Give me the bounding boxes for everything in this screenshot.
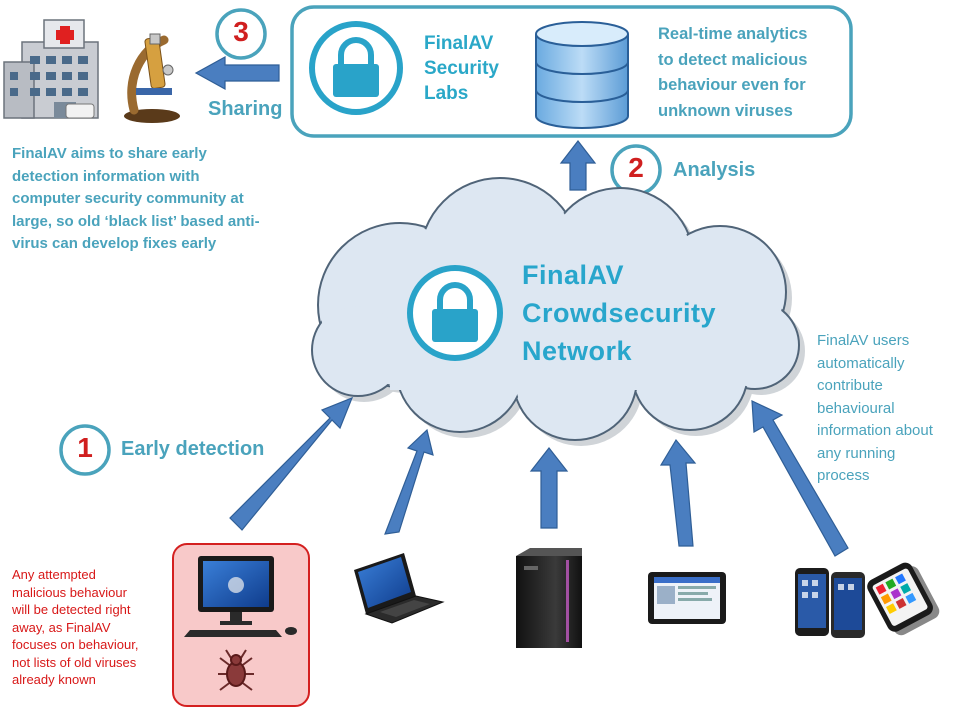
labs-desc-line2: to detect malicious bbox=[658, 50, 808, 69]
crowdsecurity-cloud bbox=[311, 177, 805, 446]
arrow-phones bbox=[751, 400, 849, 557]
detection-note-line2: malicious behaviour bbox=[12, 584, 127, 600]
sharing-desc-line2: detection information with bbox=[12, 167, 200, 185]
detection-note-line1: Any attempted bbox=[12, 567, 96, 582]
step-3-label: Sharing bbox=[208, 98, 283, 120]
step-3-number: 3 bbox=[233, 16, 249, 47]
desktop-computer-icon bbox=[184, 556, 297, 637]
step-2-label: Analysis bbox=[673, 159, 756, 181]
labs-desc-line4: unknown viruses bbox=[658, 101, 793, 120]
labs-padlock-icon bbox=[309, 21, 403, 115]
labs-title-line2: Security bbox=[424, 58, 499, 79]
labs-title-line1: FinalAV bbox=[424, 33, 494, 54]
users-note-line2: automatically bbox=[817, 354, 905, 372]
step-1-circle bbox=[59, 424, 111, 476]
cloud-title-line3: Network bbox=[522, 336, 633, 366]
sharing-desc-line5: virus can develop fixes early bbox=[12, 235, 217, 252]
cloud-title-line1: FinalAV bbox=[522, 260, 625, 290]
arrow-desktop bbox=[229, 396, 354, 531]
step-1-number: 1 bbox=[77, 432, 93, 463]
arrow-server bbox=[529, 447, 569, 529]
microscope-icon bbox=[124, 33, 180, 123]
server-tower-icon bbox=[516, 548, 582, 648]
laptop-icon bbox=[354, 553, 445, 624]
cloud-title: FinalAV Crowdsecurity Network bbox=[522, 256, 716, 370]
arrow-laptop bbox=[384, 428, 434, 535]
detection-note-line3: will be detected right bbox=[12, 602, 131, 617]
cloud-title-line2: Crowdsecurity bbox=[522, 298, 717, 328]
sharing-arrow bbox=[194, 55, 280, 91]
spider-virus-icon bbox=[218, 649, 254, 691]
contribution-arrows bbox=[229, 396, 849, 557]
users-note-line3: contribute bbox=[817, 377, 883, 394]
labs-title-line3: Labs bbox=[424, 83, 469, 104]
hospital-icon bbox=[3, 19, 99, 119]
smartphones-icon bbox=[795, 562, 940, 638]
step-3-circle bbox=[215, 8, 267, 60]
sharing-description: FinalAV aims to share early detection in… bbox=[12, 143, 260, 256]
detection-note-line4: away, as FinalAV bbox=[12, 619, 111, 635]
detection-note-line7: already known bbox=[12, 672, 96, 687]
step-2-number: 2 bbox=[628, 152, 644, 183]
labs-description: Real-time analytics to detect malicious … bbox=[658, 22, 807, 124]
users-note: FinalAV users automatically contribute b… bbox=[817, 330, 933, 488]
labs-desc-line1: Real-time analytics bbox=[658, 25, 808, 43]
arrow-tablet bbox=[659, 438, 697, 547]
cloud-padlock-icon bbox=[407, 265, 503, 361]
step-1-label: Early detection bbox=[121, 438, 265, 460]
database-icon bbox=[535, 21, 629, 129]
sharing-desc-line3: computer security community at bbox=[12, 190, 244, 207]
labs-desc-line3: behaviour even for bbox=[658, 76, 806, 94]
labs-title: FinalAV Security Labs bbox=[424, 31, 499, 106]
users-note-line6: any running bbox=[817, 444, 896, 462]
tablet-icon bbox=[648, 572, 726, 624]
users-note-line4: behavioural bbox=[817, 399, 895, 417]
detection-note: Any attempted malicious behaviour will b… bbox=[12, 566, 138, 689]
users-note-line5: information about bbox=[817, 422, 933, 439]
users-note-line7: process bbox=[817, 467, 870, 484]
detection-note-line5: focuses on behaviour, bbox=[12, 637, 139, 652]
sharing-desc-line1: FinalAV aims to share early bbox=[12, 145, 207, 162]
analysis-arrow bbox=[559, 140, 597, 191]
users-note-line1: FinalAV users bbox=[817, 332, 910, 349]
detection-note-line6: not lists of old viruses bbox=[12, 654, 137, 670]
sharing-desc-line4: large, so old ‘black list’ based anti- bbox=[12, 212, 260, 230]
